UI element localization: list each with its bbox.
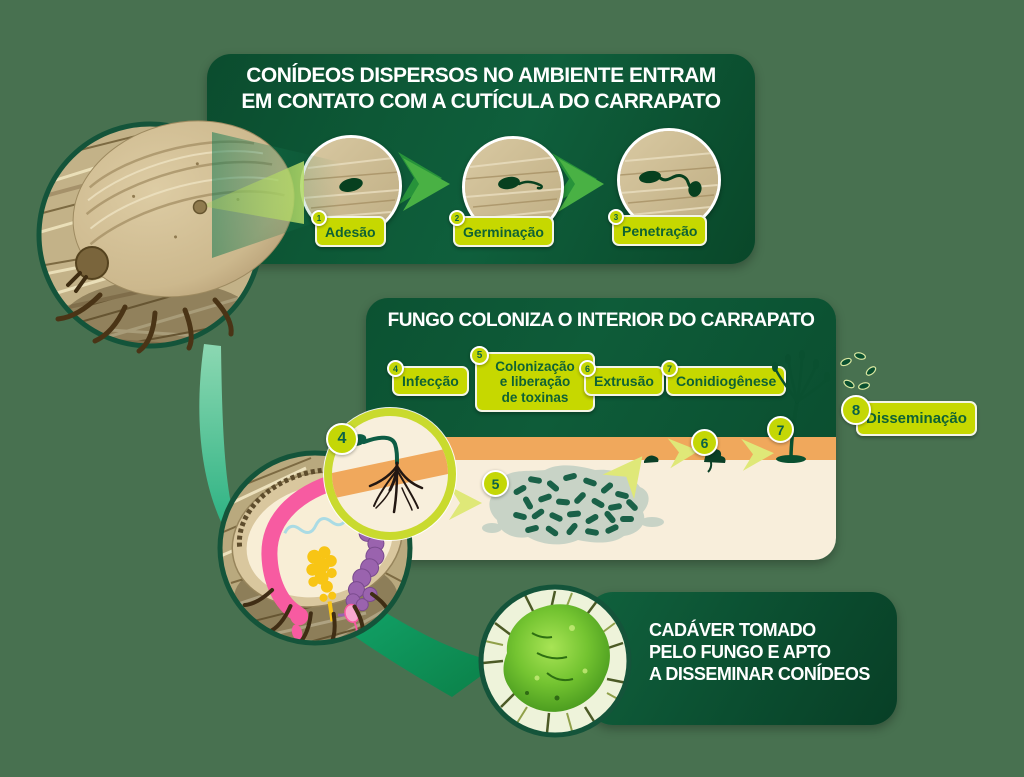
label-colonizacao: 5 Colonização e liberação de toxinas [470,346,595,412]
conidium-icon [639,170,661,184]
organ-cluster-yellow [306,546,337,622]
step-number-badge: 7 [661,360,678,377]
tick-photo-circle [36,120,295,354]
label-adesao: 1 Adesão [311,210,386,247]
scene-number-badge-5: 5 [482,470,509,497]
label-infeccao-text: Infecção [402,373,459,389]
label-germinacao: 2 Germinação [449,210,554,247]
chevron-right-icon [403,158,450,211]
penetration-peg-icon [658,173,694,190]
step-number-badge: 1 [311,210,327,226]
label-extrusao-text: Extrusão [594,373,654,389]
straw-lines [482,590,628,734]
label-penetracao-text: Penetração [622,222,698,239]
panel3-title: CADÁVER TOMADO PELO FUNGO E APTO A DISSE… [649,620,870,684]
step-number-badge: 6 [579,360,596,377]
cuticle-spore-penetration-illustration [620,131,718,229]
fungus-cadaver-photo-circle [478,584,632,738]
zoom-circle-penetration [617,128,721,232]
chevron-right-icon [398,152,442,205]
panel-cadaver: CADÁVER TOMADO PELO FUNGO E APTO A DISSE… [587,592,897,725]
label-germinacao-text: Germinação [463,223,544,240]
step-number-badge: 2 [449,210,465,226]
label-conidiogenese-text: Conidiogênese [676,373,777,389]
step-number-badge: 5 [470,346,489,365]
label-colonizacao-text: Colonização e liberação de toxinas [495,359,575,405]
label-extrusao: 6 Extrusão [579,360,664,396]
scene-number-badge-6: 6 [691,429,718,456]
panel2-title: FUNGO COLONIZA O INTERIOR DO CARRAPATO [387,310,815,331]
dispersing-conidia-icons [840,352,877,390]
scene-number-badge-7: 7 [767,416,794,443]
label-infeccao: 4 Infecção [387,360,469,396]
magnifier-infection-circle [323,407,457,541]
organ-tube-blue [283,517,349,534]
step-number-badge: 8 [841,395,871,425]
photo-circle-border [478,584,632,738]
germ-tube-icon [517,180,543,190]
scene-number-badge-4: 4 [326,423,358,455]
photo-circle-border [217,450,413,646]
label-adesao-text: Adesão [325,223,376,240]
conidium-icon [339,178,363,192]
panel1-title-line2: EM CONTATO COM A CUTÍCULA DO CARRAPATO [241,90,721,114]
organ-gut-pink [261,469,360,641]
panel1-title: CONÍDEOS DISPERSOS NO AMBIENTE ENTRAM EM… [207,63,755,115]
conidium-icon [498,176,520,190]
label-penetracao: 3 Penetração [608,209,708,246]
step-number-badge: 4 [387,360,404,377]
mycosed-tick-illustration [503,604,610,712]
tick-legs [55,292,234,354]
chevron-right-icon [558,158,604,212]
label-disseminacao-text: Disseminação [866,410,967,427]
label-disseminacao: 8 Disseminação [841,395,977,436]
step-number-badge: 3 [608,209,624,225]
penetrant-bulb-icon [688,181,702,197]
tick-head-icon [66,246,109,293]
label-conidiogenese: 7 Conidiogênese [661,360,787,396]
panel1-title-line1: CONÍDEOS DISPERSOS NO AMBIENTE ENTRAM [246,64,716,87]
